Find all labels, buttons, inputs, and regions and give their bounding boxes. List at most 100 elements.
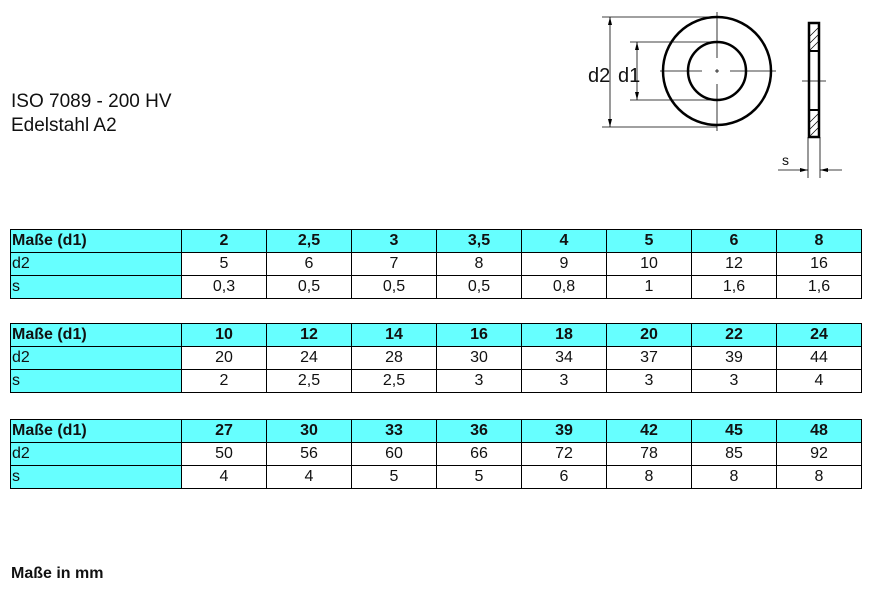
table-row-d2: d2 50 56 60 66 72 78 85 92 — [10, 442, 862, 466]
header-cell: 22 — [691, 323, 777, 347]
row-label: s — [10, 465, 182, 489]
table-row-d2: d2 5 6 7 8 9 10 12 16 — [10, 252, 862, 276]
table-row-s: s 4 4 5 5 6 8 8 8 — [10, 465, 862, 489]
table-cell: 20 — [181, 346, 267, 370]
table-cell: 9 — [521, 252, 607, 276]
table-cell: 3 — [436, 369, 522, 393]
table-cell: 5 — [351, 465, 437, 489]
table-cell: 1,6 — [691, 275, 777, 299]
header-cell: 18 — [521, 323, 607, 347]
header-cell: 39 — [521, 419, 607, 443]
row-label: d2 — [10, 442, 182, 466]
header-cell: 48 — [776, 419, 862, 443]
table-cell: 85 — [691, 442, 777, 466]
table-cell: 28 — [351, 346, 437, 370]
row-label: d2 — [10, 252, 182, 276]
row-label: s — [10, 275, 182, 299]
table-cell: 5 — [181, 252, 267, 276]
table-cell: 37 — [606, 346, 692, 370]
header-cell: 12 — [266, 323, 352, 347]
dimension-table-1: Maße (d1) 2 2,5 3 3,5 4 5 6 8 d2 5 6 7 8… — [10, 229, 862, 299]
header-cell: 3 — [351, 229, 437, 253]
header-label: Maße (d1) — [10, 419, 182, 443]
table-cell: 3 — [606, 369, 692, 393]
row-label: d2 — [10, 346, 182, 370]
header-cell: 2,5 — [266, 229, 352, 253]
table-cell: 2 — [181, 369, 267, 393]
units-note: Maße in mm — [11, 565, 104, 582]
header-cell: 42 — [606, 419, 692, 443]
table-cell: 8 — [776, 465, 862, 489]
header-cell: 27 — [181, 419, 267, 443]
header-label: Maße (d1) — [10, 229, 182, 253]
header-cell: 30 — [266, 419, 352, 443]
table-cell: 2,5 — [351, 369, 437, 393]
header-cell: 10 — [181, 323, 267, 347]
header-cell: 5 — [606, 229, 692, 253]
table-cell: 6 — [266, 252, 352, 276]
row-label: s — [10, 369, 182, 393]
table-cell: 0,3 — [181, 275, 267, 299]
table-cell: 12 — [691, 252, 777, 276]
table-cell: 8 — [691, 465, 777, 489]
table-cell: 1 — [606, 275, 692, 299]
d2-label: d2 — [588, 65, 610, 87]
header-cell: 8 — [776, 229, 862, 253]
table-cell: 44 — [776, 346, 862, 370]
table-cell: 3 — [521, 369, 607, 393]
document-title: ISO 7089 - 200 HV Edelstahl A2 — [11, 90, 172, 138]
table-header-row: Maße (d1) 10 12 14 16 18 20 22 24 — [10, 323, 862, 347]
header-cell: 20 — [606, 323, 692, 347]
header-cell: 33 — [351, 419, 437, 443]
table-cell: 0,5 — [351, 275, 437, 299]
table-row-s: s 0,3 0,5 0,5 0,5 0,8 1 1,6 1,6 — [10, 275, 862, 299]
table-header-row: Maße (d1) 2 2,5 3 3,5 4 5 6 8 — [10, 229, 862, 253]
table-cell: 39 — [691, 346, 777, 370]
table-cell: 3 — [691, 369, 777, 393]
header-cell: 6 — [691, 229, 777, 253]
table-cell: 6 — [521, 465, 607, 489]
table-cell: 50 — [181, 442, 267, 466]
dimension-table-2: Maße (d1) 10 12 14 16 18 20 22 24 d2 20 … — [10, 323, 862, 393]
table-cell: 4 — [181, 465, 267, 489]
table-row-s: s 2 2,5 2,5 3 3 3 3 4 — [10, 369, 862, 393]
table-cell: 72 — [521, 442, 607, 466]
header-cell: 14 — [351, 323, 437, 347]
header-cell: 2 — [181, 229, 267, 253]
standard-title: ISO 7089 - 200 HV — [11, 91, 172, 112]
table-cell: 4 — [776, 369, 862, 393]
header-cell: 36 — [436, 419, 522, 443]
s-label: s — [782, 152, 789, 168]
table-cell: 30 — [436, 346, 522, 370]
table-cell: 1,6 — [776, 275, 862, 299]
table-cell: 7 — [351, 252, 437, 276]
table-cell: 34 — [521, 346, 607, 370]
table-cell: 78 — [606, 442, 692, 466]
table-cell: 5 — [436, 465, 522, 489]
d1-label: d1 — [618, 65, 640, 87]
table-cell: 16 — [776, 252, 862, 276]
table-cell: 4 — [266, 465, 352, 489]
header-cell: 4 — [521, 229, 607, 253]
table-cell: 56 — [266, 442, 352, 466]
table-cell: 92 — [776, 442, 862, 466]
header-cell: 24 — [776, 323, 862, 347]
table-cell: 60 — [351, 442, 437, 466]
table-cell: 0,5 — [436, 275, 522, 299]
table-cell: 0,5 — [266, 275, 352, 299]
header-cell: 45 — [691, 419, 777, 443]
table-row-d2: d2 20 24 28 30 34 37 39 44 — [10, 346, 862, 370]
header-label: Maße (d1) — [10, 323, 182, 347]
header-cell: 16 — [436, 323, 522, 347]
header-cell: 3,5 — [436, 229, 522, 253]
table-cell: 10 — [606, 252, 692, 276]
table-header-row: Maße (d1) 27 30 33 36 39 42 45 48 — [10, 419, 862, 443]
table-cell: 0,8 — [521, 275, 607, 299]
table-cell: 8 — [606, 465, 692, 489]
washer-technical-drawing-icon: d2 d1 s — [588, 12, 842, 178]
table-cell: 8 — [436, 252, 522, 276]
dimension-table-3: Maße (d1) 27 30 33 36 39 42 45 48 d2 50 … — [10, 419, 862, 489]
table-cell: 2,5 — [266, 369, 352, 393]
table-cell: 66 — [436, 442, 522, 466]
material-title: Edelstahl A2 — [11, 115, 117, 136]
